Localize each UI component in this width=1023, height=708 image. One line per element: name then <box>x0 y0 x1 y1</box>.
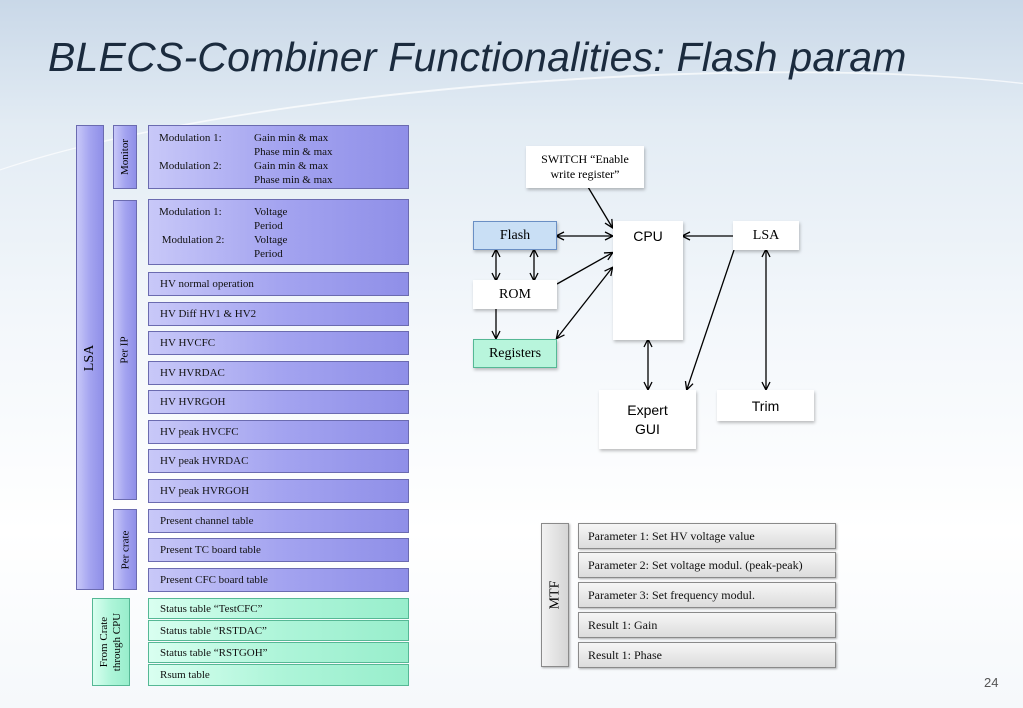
monitor-params: Modulation 1: Gain min & max Phase min & … <box>159 131 333 187</box>
from-crate-bar: From Crate through CPU <box>92 598 130 686</box>
param-row: Period <box>159 219 287 233</box>
param-row: Period <box>159 247 287 261</box>
switch-box: SWITCH “Enable write register” <box>526 146 644 188</box>
param-key: Modulation 1: <box>159 132 222 144</box>
mtf-item: Parameter 3: Set frequency modul. <box>578 582 836 608</box>
arrow-switch-cpu <box>587 186 612 227</box>
expert-label-line1: Expert <box>627 401 668 418</box>
param-row: Modulation 1: Gain min & max <box>159 131 333 145</box>
param-value: Voltage <box>254 206 288 218</box>
param-key: Modulation 2: <box>159 160 222 172</box>
arrow-registers-cpu <box>557 268 612 338</box>
hv-item: HV HVRGOH <box>148 390 409 414</box>
mtf-item: Result 1: Gain <box>578 612 836 638</box>
mtf-item: Result 1: Phase <box>578 642 836 668</box>
param-row: Modulation 1: Voltage <box>159 205 287 219</box>
lsa-bar: LSA <box>76 125 104 590</box>
crate-item: Present CFC board table <box>148 568 409 592</box>
param-row: Modulation 2: Gain min & max <box>159 159 333 173</box>
param-value: Voltage <box>254 234 288 246</box>
arrow-lsa-expert <box>687 249 735 389</box>
slide-title: BLECS-Combiner Functionalities: Flash pa… <box>48 34 907 80</box>
flash-label: Flash <box>499 227 531 243</box>
status-item: Status table “RSTGOH” <box>148 642 409 663</box>
mtf-bar: MTF <box>541 523 569 667</box>
crate-item: Present channel table <box>148 509 409 533</box>
param-value: Period <box>254 220 283 232</box>
param-key: Modulation 1: <box>159 206 222 218</box>
hv-item: HV HVRDAC <box>148 361 409 385</box>
param-value: Phase min & max <box>254 174 333 186</box>
lsa-box: LSA <box>733 221 799 250</box>
hv-item: HV peak HVCFC <box>148 420 409 444</box>
page-number: 24 <box>984 675 999 690</box>
status-item: Status table “TestCFC” <box>148 598 409 619</box>
flash-box: Flash <box>473 221 557 250</box>
param-value: Gain min & max <box>254 132 329 144</box>
param-value: Period <box>254 248 283 260</box>
status-item: Status table “RSTDAC” <box>148 620 409 641</box>
rom-label: ROM <box>499 286 531 302</box>
registers-label: Registers <box>488 345 542 361</box>
mtf-bar-label: MTF <box>547 580 563 610</box>
switch-label: SWITCH “Enable write register” <box>541 152 629 181</box>
per-ip-bar: Per IP <box>113 200 137 500</box>
per-ip-params-box <box>148 199 409 265</box>
param-row: Modulation 2: Voltage <box>159 233 288 247</box>
monitor-bar: Monitor <box>113 125 137 189</box>
hv-item: HV peak HVRGOH <box>148 479 409 503</box>
mtf-item: Parameter 2: Set voltage modul. (peak-pe… <box>578 552 836 578</box>
per-crate-bar: Per crate <box>113 509 137 590</box>
status-item: Rsum table <box>148 664 409 686</box>
rom-box: ROM <box>473 280 557 309</box>
param-value: Phase min & max <box>254 146 333 158</box>
monitor-params-box <box>148 125 409 189</box>
expert-label-line2: GUI <box>635 420 660 437</box>
hv-item: HV normal operation <box>148 272 409 296</box>
hv-item: HV HVCFC <box>148 331 409 355</box>
hv-item: HV Diff HV1 & HV2 <box>148 302 409 326</box>
param-value: Gain min & max <box>254 160 329 172</box>
cpu-label: CPU <box>633 228 663 244</box>
crate-item: Present TC board table <box>148 538 409 562</box>
mtf-item: Parameter 1: Set HV voltage value <box>578 523 836 549</box>
param-row: Phase min & max <box>159 145 333 159</box>
cpu-box: CPU <box>613 221 683 340</box>
registers-box: Registers <box>473 339 557 368</box>
trim-box: Trim <box>717 390 814 421</box>
hv-item: HV peak HVRDAC <box>148 449 409 473</box>
param-key: Modulation 2: <box>159 234 225 246</box>
trim-label: Trim <box>751 397 780 414</box>
param-row: Phase min & max <box>159 173 333 187</box>
expert-gui-box: Expert GUI <box>599 390 696 449</box>
per-ip-params: Modulation 1: Voltage Period Modulation 2… <box>159 205 287 261</box>
lsa-label: LSA <box>752 227 780 243</box>
